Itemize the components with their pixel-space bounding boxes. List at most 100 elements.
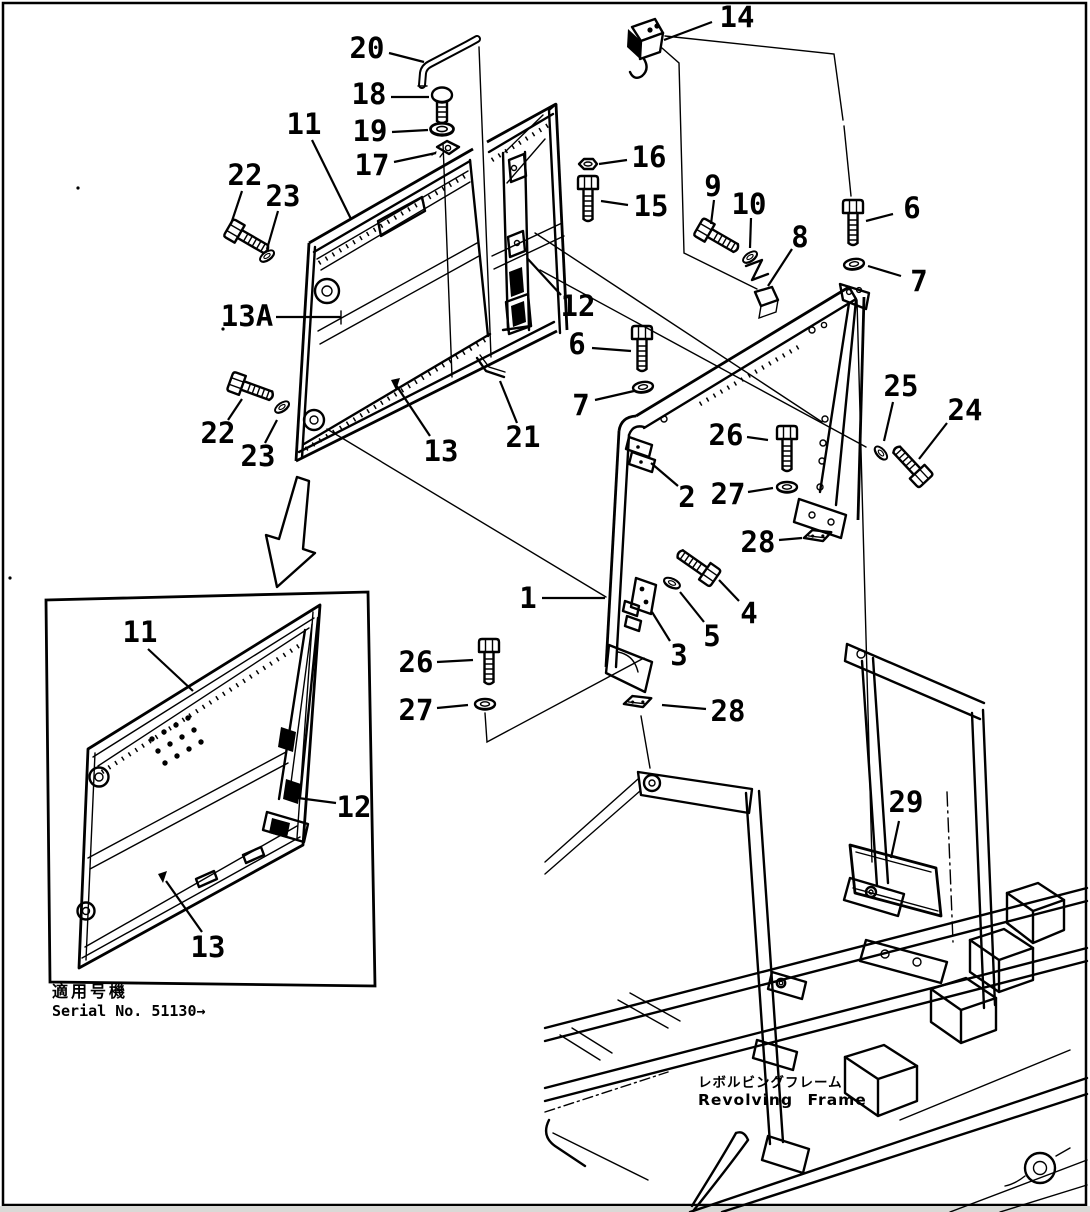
callout-label-28: 28 [741,525,776,559]
screw-18 [430,86,454,125]
callout-leader-4 [718,579,740,602]
callout-leader-12 [297,796,337,805]
clip-8 [744,258,780,320]
callout-leader-7 [867,264,902,278]
washer-5 [661,574,683,593]
callout-leader-17 [393,151,437,164]
mounting-frame-1 [604,282,871,694]
callout-label-11: 11 [287,107,322,141]
serial-number-note: Serial No. 51130→ [52,1002,206,1020]
callout-leader-6 [591,346,632,353]
scan-edge [0,1206,1090,1212]
bolt-6-upper-right [841,198,865,247]
callout-leader-15 [600,199,629,207]
bolt-4 [671,543,723,589]
callout-label-13: 13 [191,930,226,964]
callout-leader-3 [651,611,671,642]
prop-rod-21 [475,354,506,379]
callout-label-4: 4 [740,596,757,630]
slide-rail-strip-12 [501,114,546,336]
callout-leader-20 [388,51,425,64]
bolt-22-lower [225,370,278,407]
callout-leader-19 [391,128,429,134]
callout-label-2: 2 [678,480,695,514]
callout-label-9: 9 [704,169,721,203]
callout-label-23: 23 [266,179,301,213]
deck-box [1005,881,1066,945]
callout-label-25: 25 [884,369,919,403]
callout-label-14: 14 [720,0,755,34]
callout-leader-23 [265,210,280,250]
washer-19 [429,121,455,138]
rod-20 [417,35,481,89]
callout-leader-11 [147,648,194,692]
callout-label-7: 7 [572,388,589,422]
callout-label-1: 1 [519,581,536,615]
callout-label-26: 26 [709,418,744,452]
inset-detail-box [44,590,377,988]
callout-label-12: 12 [337,790,372,824]
washer-27-lower [473,697,497,712]
callout-label-29: 29 [889,785,924,819]
washer-23-lower [272,398,293,417]
callout-label-24: 24 [948,393,983,427]
callout-leader-27 [436,703,469,710]
nut-16 [577,157,599,171]
callout-leader-2 [650,462,679,487]
scan-specks [8,186,225,580]
louver-dots [149,715,204,766]
callout-label-27: 27 [399,693,434,727]
captions: 適用号機 Serial No. 51130→ レボルビングフレーム Revolv… [52,982,867,1109]
callout-leader-9 [709,199,716,225]
callout-label-21: 21 [506,420,541,454]
callout-label-5: 5 [703,619,720,653]
revolving-frame [543,642,1089,1212]
revolving-frame-caption-jp: レボルビングフレーム [698,1074,843,1091]
bolt-26-right [775,424,799,473]
callout-label-7: 7 [910,264,927,298]
bolt-26-lower [477,637,501,686]
callout-leader-12 [526,257,562,296]
revolving-frame-caption-en: Revolving Frame [698,1091,867,1109]
callout-leader-26 [436,658,474,664]
washer-25 [871,443,891,464]
callout-label-12: 12 [561,289,596,323]
washer-27-right [775,480,799,495]
deck-box [929,976,998,1045]
callout-label-10: 10 [732,187,767,221]
callout-label-3: 3 [670,638,687,672]
applicability-note-jp: 適用号機 [52,982,128,1001]
callout-leader-22 [229,190,244,225]
callout-leader-10 [748,217,753,249]
callout-label-22: 22 [228,158,263,192]
callout-leader-21 [498,380,519,424]
callout-leader-28 [661,703,707,711]
inset-panel [76,603,322,970]
bolt-9 [692,216,744,259]
callout-leader-13 [165,880,203,933]
callout-leader-8 [767,248,793,287]
washer-7-middle [631,379,655,396]
plate-29 [848,843,943,918]
callout-label-20: 20 [350,31,385,65]
callout-leader-6 [865,212,894,223]
bracket-14 [627,17,665,79]
callout-leader-29 [889,820,901,859]
callout-leader-24 [918,422,948,460]
callout-label-6: 6 [903,191,920,225]
callout-label-16: 16 [632,140,667,174]
callout-leader-13 [395,384,431,437]
callout-label-15: 15 [634,189,669,223]
callout-leader-25 [882,401,895,442]
callout-label-22: 22 [201,416,236,450]
callout-label-13A: 13A [221,299,273,333]
detail-arrow [264,475,317,589]
callout-label-27: 27 [711,477,746,511]
callout-label-13: 13 [424,434,459,468]
callout-leader-5 [679,591,705,623]
callout-label-6: 6 [568,327,585,361]
callout-label-17: 17 [355,148,390,182]
